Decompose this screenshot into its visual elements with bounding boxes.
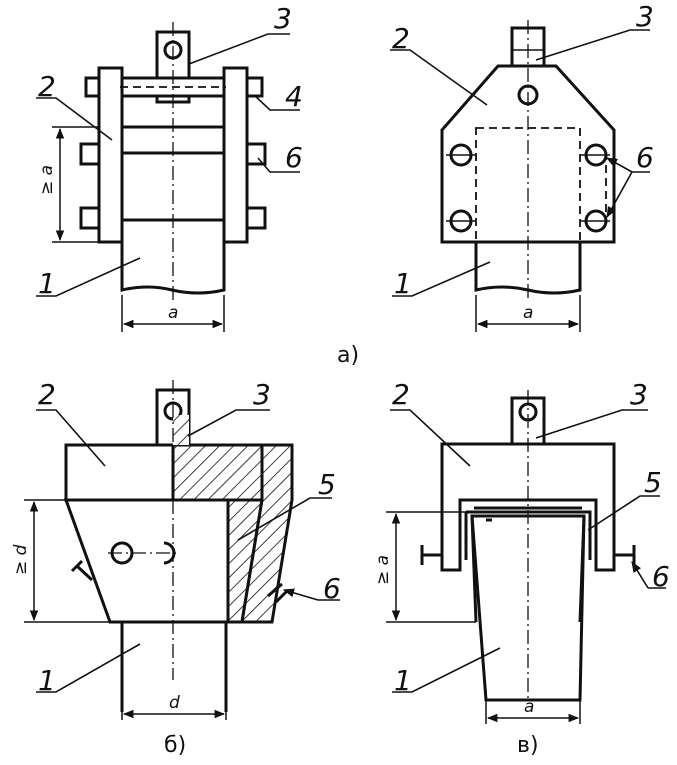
- label-2: 2: [392, 378, 410, 411]
- label-1: 1: [394, 664, 412, 697]
- label-2: 2: [392, 22, 410, 55]
- bolt-right-mid: [245, 142, 267, 166]
- dim-ge-d: ≥ d: [11, 544, 31, 575]
- section-hatch-top: [171, 443, 264, 502]
- dim-a: a: [524, 697, 534, 717]
- dim-a-left: a: [168, 303, 178, 323]
- bolt-left: [420, 545, 442, 565]
- label-6: 6: [652, 560, 670, 593]
- caption-a: а): [337, 343, 359, 368]
- label-3: 3: [636, 0, 654, 33]
- figure-a-left: a ≥ a 3 2 4 6 1: [36, 2, 303, 332]
- label-6: 6: [285, 141, 303, 174]
- side-bar-left: [97, 66, 124, 244]
- label-2: 2: [38, 378, 56, 411]
- dim-ge-a: ≥ a: [373, 555, 393, 585]
- label-3: 3: [630, 378, 648, 411]
- dim-d: d: [169, 693, 180, 713]
- side-bar-right: [222, 66, 249, 244]
- label-5: 5: [644, 466, 662, 499]
- label-5: 5: [318, 468, 336, 501]
- caption-v: в): [517, 733, 539, 758]
- pipe-1: [120, 242, 226, 295]
- bolt-left: [70, 559, 94, 582]
- label-1: 1: [394, 267, 412, 300]
- bolt-right-low: [245, 206, 267, 230]
- figure-v: a ≥ a 3 2 5 6 1: [373, 378, 670, 724]
- label-3: 3: [253, 378, 271, 411]
- label-6: 6: [323, 572, 341, 605]
- label-3: 3: [274, 2, 292, 35]
- bolt-right: [614, 545, 636, 565]
- bolt-left-mid: [79, 142, 101, 166]
- caption-b: б): [164, 733, 186, 758]
- label-1: 1: [38, 267, 56, 300]
- figure-b: d ≥ d 3 2 5 6 1: [11, 378, 341, 720]
- dim-a-right: a: [523, 303, 533, 323]
- body-2: [440, 442, 616, 572]
- figure-a-right: a 3 2 6 1: [390, 0, 654, 332]
- dim-ge-a-left: ≥ a: [37, 165, 57, 195]
- label-1: 1: [38, 664, 56, 697]
- label-6: 6: [636, 141, 654, 174]
- bolt-left-low: [79, 206, 101, 230]
- liner-5: [464, 510, 592, 560]
- label-4: 4: [285, 80, 303, 113]
- outer-shell: [240, 443, 294, 624]
- label-2: 2: [38, 70, 56, 103]
